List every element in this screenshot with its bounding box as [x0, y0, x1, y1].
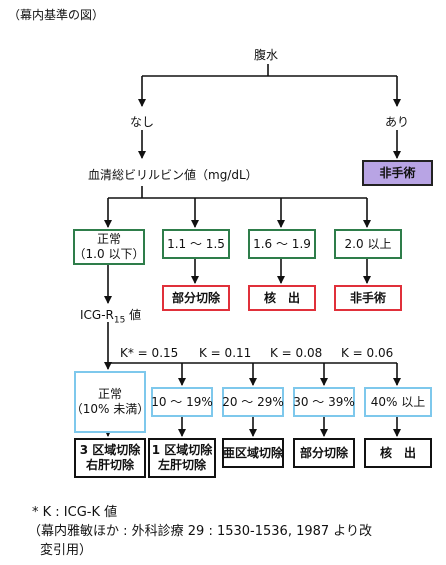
- footnote-reference-line2: 変引用）: [40, 543, 93, 558]
- icg-normal-line2: （10% 未満）: [70, 402, 150, 416]
- footnote-reference-line1: （幕内雅敏ほか : 外科診療 29 : 1530-1536, 1987 より改: [28, 524, 373, 539]
- final-trisection-line2: 右肝切除: [85, 458, 134, 472]
- icg-normal-line1: 正常: [97, 387, 122, 401]
- label-ascites-present: あり: [385, 115, 410, 129]
- footnote-k: * K : ICG-K 値: [32, 505, 118, 520]
- box-final-subsegment: 亜区域切除: [222, 438, 284, 468]
- box-icg-normal: 正常 （10% 未満）: [71, 371, 149, 433]
- label-k-006: K = 0.06: [341, 346, 394, 360]
- box-bilirubin-normal: 正常 （1.0 以下）: [73, 229, 145, 265]
- box-result-enucleation: 核 出: [248, 285, 316, 311]
- figure-caption: （幕内基準の図）: [8, 8, 105, 22]
- box-final-section: 1 区域切除 左肝切除: [148, 438, 216, 478]
- box-icg-10-19: 10 ～ 19%: [151, 387, 213, 417]
- final-section-line2: 左肝切除: [157, 458, 206, 472]
- icg-prefix: ICG-R: [80, 308, 114, 322]
- box-bilirubin-2-0: 2.0 以上: [334, 229, 402, 259]
- final-section-line1: 1 区域切除: [151, 443, 213, 457]
- box-final-trisection: 3 区域切除 右肝切除: [74, 438, 146, 478]
- icg-suffix: 値: [125, 308, 142, 322]
- bilirubin-normal-line1: 正常: [96, 232, 121, 246]
- box-icg-40: 40% 以上: [364, 387, 432, 417]
- icg-subscript: 15: [113, 315, 126, 326]
- label-k-015: K* = 0.15: [120, 346, 179, 360]
- bilirubin-normal-line2: （1.0 以下）: [73, 247, 145, 261]
- label-icg: ICG-R15 値: [80, 306, 141, 325]
- label-k-011: K = 0.11: [199, 346, 252, 360]
- box-result-partial: 部分切除: [162, 285, 230, 311]
- box-bilirubin-1-6: 1.6 ～ 1.9: [248, 229, 316, 259]
- final-trisection-line1: 3 区域切除: [79, 443, 141, 457]
- box-non-surgery-ascites: 非手術: [362, 160, 433, 186]
- label-bilirubin: 血清総ビリルビン値（mg/dL）: [88, 168, 258, 182]
- box-final-enucleation: 核 出: [364, 438, 432, 468]
- box-result-non-surgery: 非手術: [334, 285, 402, 311]
- label-ascites-none: なし: [130, 115, 155, 129]
- box-final-partial: 部分切除: [293, 438, 355, 468]
- node-ascites: 腹水: [254, 48, 279, 62]
- box-bilirubin-1-1: 1.1 ～ 1.5: [162, 229, 230, 259]
- label-k-008: K = 0.08: [270, 346, 323, 360]
- box-icg-20-29: 20 ～ 29%: [222, 387, 284, 417]
- box-icg-30-39: 30 ～ 39%: [293, 387, 355, 417]
